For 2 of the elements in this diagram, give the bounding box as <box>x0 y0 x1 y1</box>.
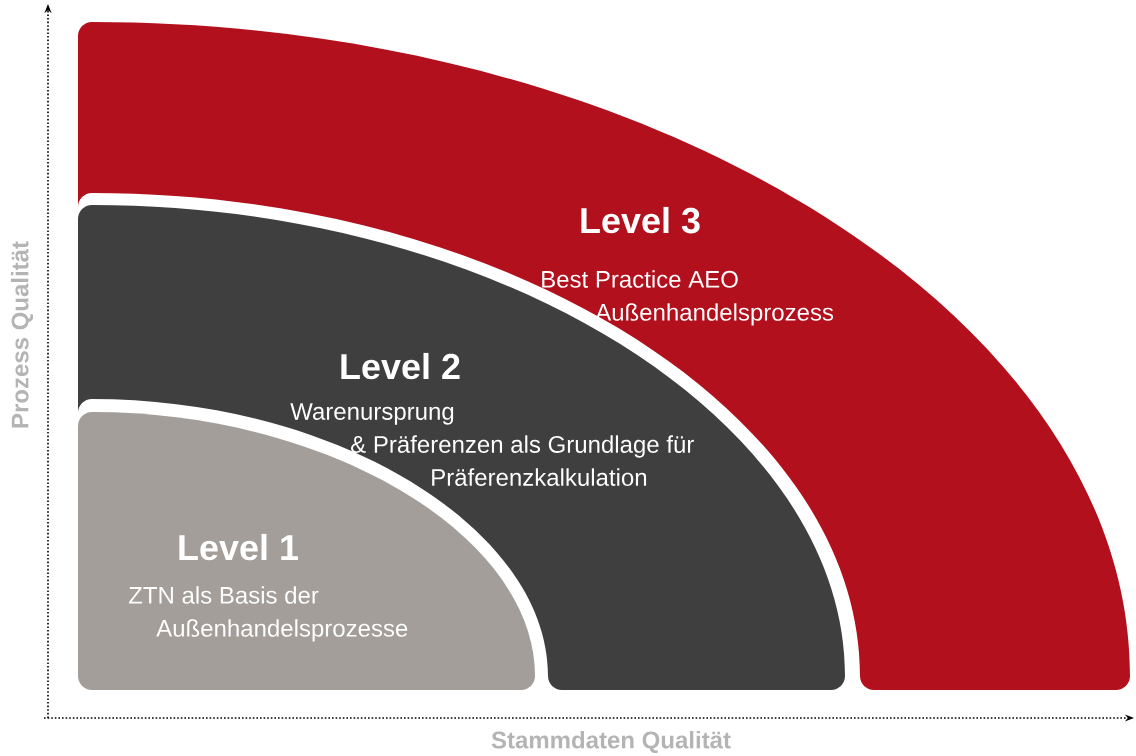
axis-label: Stammdaten Qualität <box>491 730 731 754</box>
axis-label: Prozess Qualität <box>10 241 34 428</box>
